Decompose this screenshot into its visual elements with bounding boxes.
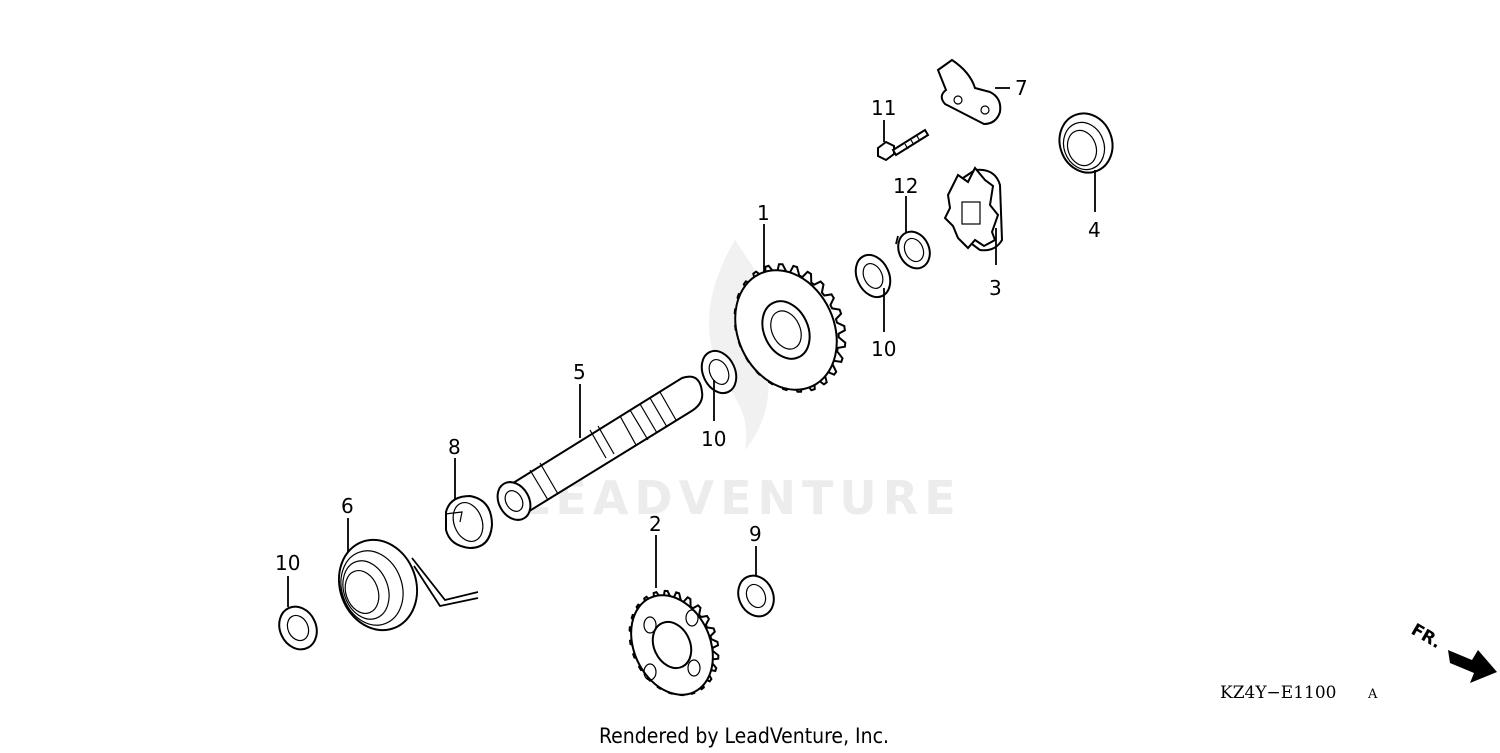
callout-12[interactable]: 12: [893, 174, 918, 198]
return-spring-6[interactable]: [327, 529, 479, 641]
washer-10-a[interactable]: [695, 345, 743, 398]
callout-2[interactable]: 2: [649, 512, 662, 536]
washer-10-b[interactable]: [849, 249, 897, 302]
circlip-12[interactable]: [892, 226, 935, 273]
callout-8[interactable]: 8: [448, 435, 461, 459]
shaft-5[interactable]: [491, 375, 704, 526]
washer-10-c[interactable]: [272, 600, 323, 655]
bolt-11[interactable]: [877, 128, 930, 162]
callout-7[interactable]: 7: [1015, 76, 1028, 100]
front-arrow-icon: [1448, 650, 1497, 683]
front-arrow-label: FR.: [1408, 620, 1445, 653]
callout-5[interactable]: 5: [573, 360, 586, 384]
spring-4[interactable]: [1051, 106, 1120, 180]
watermark-text: LEADVENTURE: [520, 471, 962, 525]
callouts: 1 2 3 4 5 6 7 8 9 10 10 10 11 12: [275, 76, 1101, 575]
plate-7[interactable]: [936, 58, 1002, 126]
diagram-code-suffix: A: [1367, 687, 1378, 702]
watermark: LEADVENTURE: [520, 240, 962, 525]
callout-4[interactable]: 4: [1088, 218, 1101, 242]
callout-6[interactable]: 6: [341, 494, 354, 518]
gear-2[interactable]: [616, 582, 729, 708]
gear-1[interactable]: [716, 254, 855, 407]
callout-11[interactable]: 11: [871, 96, 896, 120]
callout-10-b[interactable]: 10: [871, 337, 896, 361]
callout-10-a[interactable]: 10: [701, 427, 726, 451]
callout-9[interactable]: 9: [749, 522, 762, 546]
collar-8[interactable]: [444, 494, 494, 550]
diagram-code-text: KZ4Y−E1100: [1220, 683, 1336, 703]
watermark-logo: [708, 240, 769, 450]
callout-1[interactable]: 1: [757, 201, 770, 225]
diagram-code: KZ4Y−E1100 A: [1220, 683, 1378, 703]
callout-10-c[interactable]: 10: [275, 551, 300, 575]
footer-credit: Rendered by LeadVenture, Inc.: [599, 724, 889, 748]
ratchet-3[interactable]: [943, 166, 1004, 252]
front-arrow: FR.: [1408, 620, 1497, 683]
callout-3[interactable]: 3: [989, 276, 1002, 300]
washer-9[interactable]: [732, 570, 781, 622]
leader-lines: [287, 87, 1096, 607]
